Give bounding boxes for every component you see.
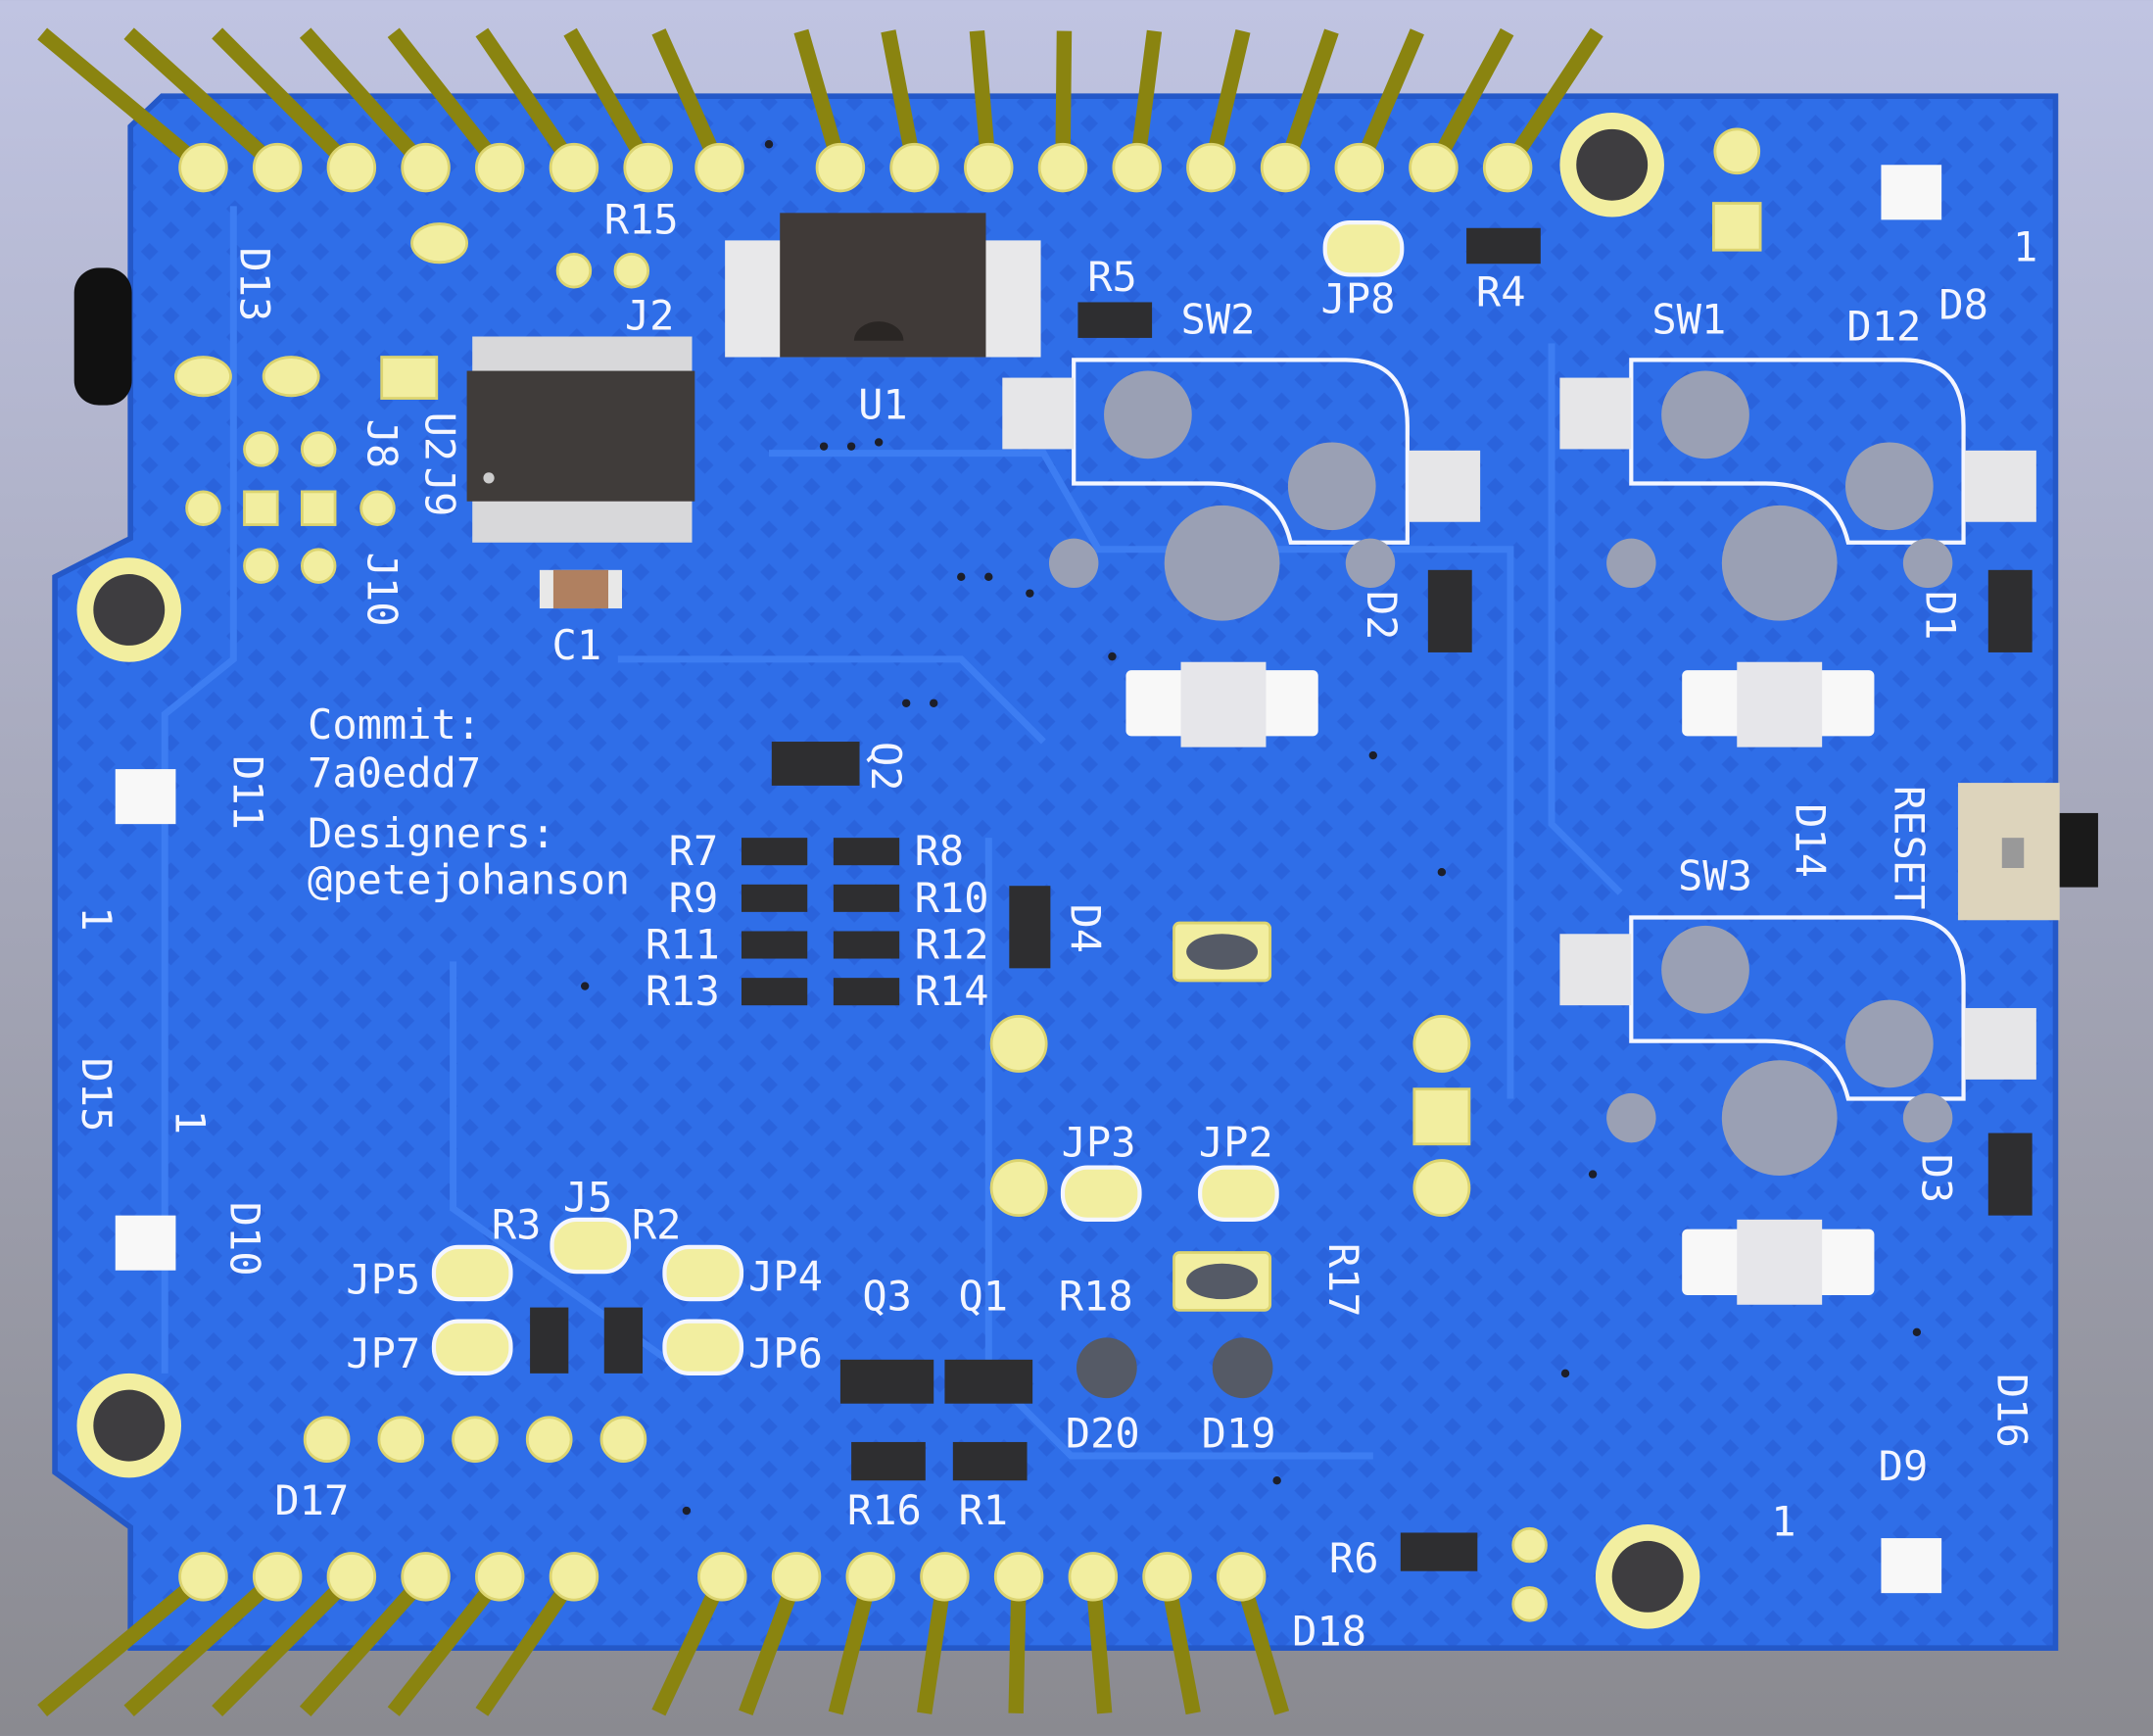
through-hole-pads [174,127,1762,1622]
ref-jp8: JP8 [1321,275,1396,323]
ref-d13: D13 [230,247,278,321]
ref-r11: R11 [646,921,720,969]
u2-chip [466,336,695,543]
c1-capacitor [539,569,623,609]
ref-u2: U2 [416,412,464,462]
ref-jp4: JP4 [748,1253,823,1301]
ref-d19: D19 [1202,1410,1276,1458]
resistor-array [741,838,900,1006]
vias [580,140,1922,1516]
pin1-d10: 1 [166,1110,214,1134]
ref-d15: D15 [72,1057,120,1132]
pin1-d8: 1 [2013,222,2037,270]
pin1-d11: 1 [72,906,120,931]
ref-j9: J9 [416,467,464,517]
ref-jp5: JP5 [346,1256,420,1304]
copper-traces [161,206,1623,1460]
ref-r2: R2 [632,1200,682,1248]
pin1-d9: 1 [1771,1497,1795,1545]
oval-slots [1186,934,1259,1300]
ref-j8: J8 [359,419,407,469]
ref-jp6: JP6 [748,1329,823,1377]
commit-label: Commit: [308,700,481,748]
ref-r4: R4 [1476,268,1526,316]
ref-d20: D20 [1066,1410,1140,1458]
ref-sw1: SW1 [1651,296,1726,344]
ref-q3: Q3 [862,1272,912,1320]
silkscreen-text: Commit: 7a0edd7 Designers: @petejohanson… [72,195,2037,1655]
u1-regulator [725,213,1041,358]
ref-r13: R13 [646,967,720,1015]
reset-button[interactable] [1957,783,2098,921]
ref-d9: D9 [1879,1442,1929,1490]
ref-d1: D1 [1917,591,1965,641]
ref-d10: D10 [221,1202,269,1277]
designers-label: Designers: [308,809,555,857]
usb-jack [73,267,132,406]
sw3 [1559,915,2036,1176]
ref-r3: R3 [492,1200,542,1248]
ref-j5: J5 [563,1173,613,1221]
ref-c1: C1 [552,621,602,669]
ref-jp2: JP2 [1199,1118,1273,1166]
designer-handle: @petejohanson [308,856,630,904]
ref-r12: R12 [915,921,989,969]
ref-r10: R10 [915,874,989,922]
ref-r18: R18 [1059,1272,1133,1320]
ref-r5: R5 [1087,253,1137,301]
key-switches [1002,358,2036,1176]
ref-sw3: SW3 [1678,851,1752,899]
ref-d3: D3 [1913,1154,1961,1204]
ref-r17: R17 [1319,1243,1367,1318]
ref-q1: Q1 [958,1272,1008,1320]
commit-hash: 7a0edd7 [308,748,481,796]
ref-d2: D2 [1358,591,1406,641]
ref-d11: D11 [223,755,271,830]
ref-j2: J2 [625,292,675,340]
header-bottom [37,1552,1290,1716]
diodes [530,227,2033,1571]
ref-r16: R16 [847,1486,922,1534]
solder-jumpers[interactable] [431,220,1405,1375]
ref-reset: RESET [1885,786,1933,910]
sw2 [1002,358,1481,621]
leds-underglow [115,165,1942,1594]
ref-u1: U1 [858,381,908,429]
ref-r14: R14 [915,967,989,1015]
ref-r6: R6 [1329,1534,1379,1582]
ref-d16: D16 [1988,1374,2036,1448]
ref-r15: R15 [604,195,679,243]
ref-jp3: JP3 [1062,1118,1136,1166]
ref-d18: D18 [1292,1607,1366,1655]
ref-d8: D8 [1938,280,1988,328]
ref-r9: R9 [669,874,719,922]
ref-r7: R7 [669,827,719,875]
ref-jp7: JP7 [346,1329,420,1377]
ref-r1: R1 [958,1486,1008,1534]
ref-r8: R8 [915,827,965,875]
ref-q2: Q2 [862,742,910,792]
mounting-holes [76,113,1700,1629]
ref-d14: D14 [1787,803,1835,878]
ref-d4: D4 [1061,903,1109,953]
header-top [37,27,1603,193]
ref-d12: D12 [1846,303,1921,351]
ref-j10: J10 [359,553,407,627]
sw1 [1559,358,2036,621]
ref-sw2: SW2 [1181,296,1256,344]
ref-d17: D17 [274,1476,349,1524]
